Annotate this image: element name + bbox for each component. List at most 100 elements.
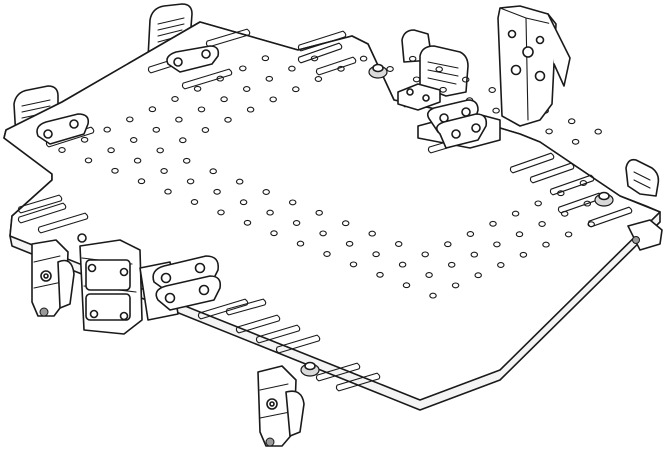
plate-hole <box>137 178 146 185</box>
plate-hole <box>466 231 475 237</box>
plate-hole <box>160 168 168 174</box>
plate-hole <box>368 230 376 237</box>
plate-hole <box>319 230 327 237</box>
plate-hole <box>545 128 553 135</box>
plate-hole <box>224 116 232 123</box>
plate-hole <box>270 230 278 237</box>
plate-slot <box>275 334 321 354</box>
plate-hole <box>493 241 501 248</box>
plate-hole <box>58 147 66 153</box>
plate-hole <box>235 178 244 185</box>
latch-front <box>257 365 305 447</box>
plate-hole <box>511 210 520 217</box>
rear-hook-right <box>401 29 469 97</box>
plate-hole <box>171 96 179 102</box>
plate-hole <box>266 209 274 216</box>
plate-hole <box>488 87 496 93</box>
plate-hole <box>310 55 319 62</box>
plate-hole <box>175 116 183 123</box>
plate-hole <box>571 138 580 145</box>
plate-hole <box>220 96 228 103</box>
plate-hole <box>261 55 270 62</box>
plate-hole <box>349 261 358 268</box>
plate-hole <box>246 106 255 113</box>
plate-hole <box>107 147 115 154</box>
latch-right <box>627 219 663 251</box>
plate-hole <box>217 209 225 216</box>
slide-clamp-left <box>36 113 90 145</box>
plate-hole <box>359 55 368 62</box>
plate-hole <box>164 188 172 195</box>
plate-hole <box>239 65 247 72</box>
plate-slot <box>549 174 595 196</box>
plate-hole <box>398 261 407 268</box>
plate-hole <box>386 66 394 72</box>
plate-hole <box>538 221 546 227</box>
plate-slot <box>17 202 67 224</box>
plate-hole <box>315 209 323 216</box>
plate-hole <box>519 251 528 258</box>
plate-slot <box>181 68 233 90</box>
plate-hole <box>557 190 565 197</box>
plate-hole <box>583 200 592 207</box>
front-bracket-left <box>77 233 222 335</box>
plate-hole <box>372 251 380 258</box>
base-plate <box>3 21 661 411</box>
plate-hole <box>209 168 217 175</box>
plate-hole <box>421 251 429 258</box>
plate-slot <box>205 28 251 48</box>
plate-slot <box>37 212 89 234</box>
plate-slot <box>255 324 301 344</box>
plate-hole <box>542 241 550 248</box>
plate-hole <box>323 251 331 257</box>
plate-slot <box>315 56 357 76</box>
plate-hole <box>408 55 417 62</box>
plate-hole <box>341 220 350 227</box>
plate-hole <box>492 107 500 114</box>
hole-grid <box>58 55 602 299</box>
plate-hole <box>461 76 470 83</box>
side-hook-right <box>625 158 660 197</box>
plate-hole <box>103 126 111 133</box>
plate-hole <box>190 199 199 205</box>
latch-left <box>31 239 75 317</box>
knob-right <box>594 191 614 207</box>
plate-hole <box>288 65 296 72</box>
plate-hole <box>133 157 142 164</box>
plate-hole <box>216 75 224 82</box>
plate-hole <box>197 106 206 113</box>
plate-hole <box>269 96 277 103</box>
slide-clamp-rear <box>397 83 441 111</box>
plate-hole <box>243 219 252 226</box>
plate-hole <box>80 136 89 143</box>
plate-slot <box>335 372 381 392</box>
plate-slot <box>297 30 347 52</box>
plate-hole <box>296 240 305 247</box>
plate-hole <box>111 167 119 174</box>
plate-hole <box>497 262 505 268</box>
knob-rear-center <box>368 63 388 79</box>
plate-hole <box>182 157 191 164</box>
plate-hole <box>489 220 497 227</box>
plate-hole <box>429 292 437 299</box>
plate-hole <box>126 116 134 123</box>
plate-hole <box>152 126 161 133</box>
plate-hole <box>376 271 384 278</box>
plate-hole <box>402 282 411 289</box>
plate-slot <box>529 162 575 184</box>
plate-hole <box>435 66 443 73</box>
plate-hole <box>470 251 479 258</box>
plate-hole <box>560 210 569 217</box>
plate-hole <box>412 76 421 83</box>
plate-hole <box>292 86 300 93</box>
plate-hole <box>579 180 588 186</box>
plate-slot <box>197 298 249 320</box>
plate-hole <box>213 188 221 195</box>
upright-bracket-right <box>417 5 571 149</box>
plate-slot <box>45 126 95 148</box>
plate-hole <box>179 137 187 144</box>
plate-hole <box>451 282 460 289</box>
plate-hole <box>288 199 297 206</box>
